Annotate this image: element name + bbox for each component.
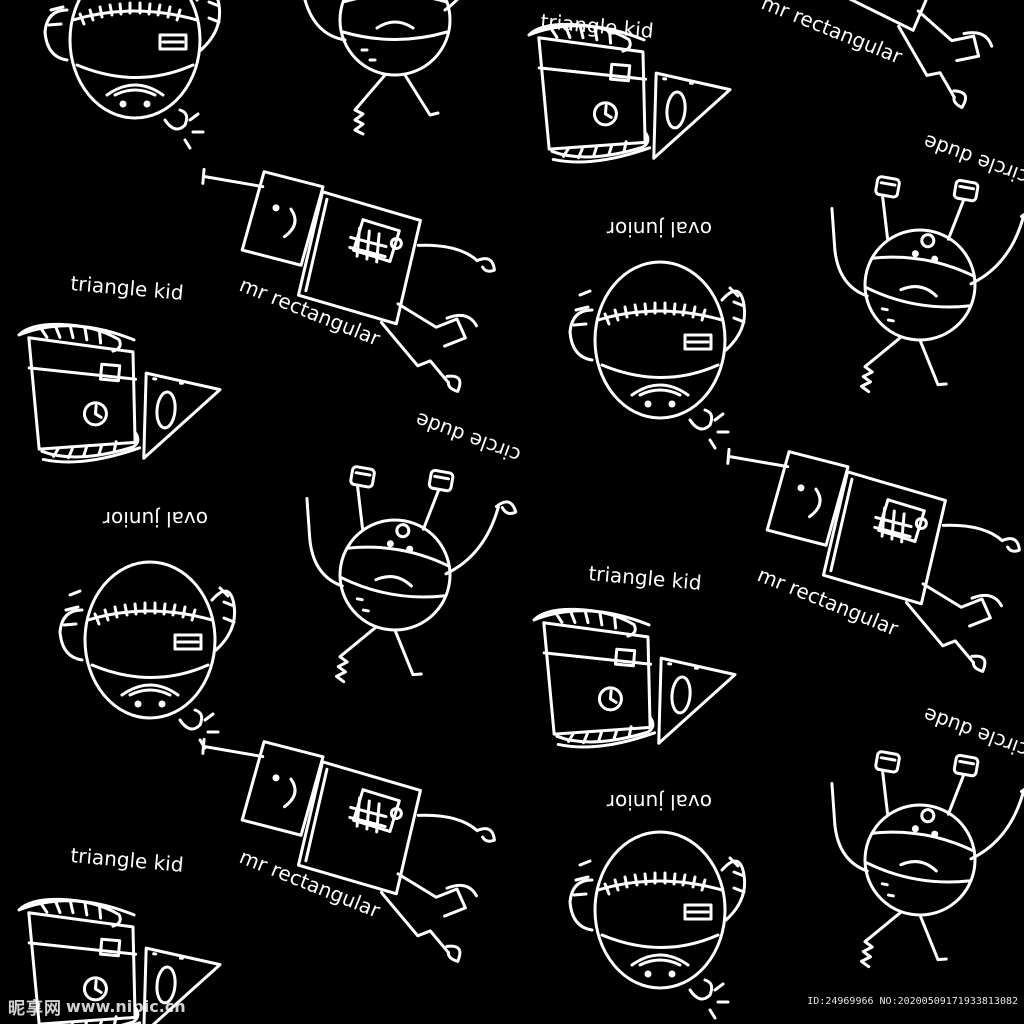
robot-rectangle-figure bbox=[710, 444, 1024, 676]
mr-rectangular-label: mr rectangular bbox=[754, 562, 902, 640]
triangle-kid-label: triangle kid bbox=[588, 561, 703, 595]
circle-dude-label: circle dude bbox=[920, 130, 1024, 190]
robot-circle-figure bbox=[293, 0, 505, 136]
oval-junior-label: oval junior bbox=[606, 790, 712, 814]
robot-circle-figure bbox=[800, 157, 1024, 418]
mr-rectangular-label: mr rectangular bbox=[236, 272, 384, 350]
robot-oval-figure bbox=[43, 0, 222, 150]
robot-rectangle-figure bbox=[185, 164, 503, 396]
robot-triangle-figure bbox=[6, 319, 226, 477]
robot-oval-figure bbox=[568, 260, 747, 450]
robot-circle-figure bbox=[275, 447, 522, 708]
oval-junior-label: oval junior bbox=[606, 217, 712, 241]
robot-circle-figure bbox=[800, 732, 1024, 993]
oval-junior-label: oval junior bbox=[102, 507, 208, 531]
robot-triangle-figure bbox=[516, 19, 736, 177]
site-watermark: 昵享网 www.nipic.cn bbox=[8, 994, 186, 1019]
robot-oval-figure bbox=[568, 830, 747, 1020]
robot-rectangle-figure bbox=[697, 0, 1024, 116]
stock-image-id: ID:24969966 NO:20200509171933813082 bbox=[807, 996, 1018, 1007]
watermark-url: www.nipic.cn bbox=[66, 996, 186, 1016]
circle-dude-label: circle dude bbox=[920, 703, 1024, 763]
triangle-kid-label: triangle kid bbox=[70, 843, 185, 877]
robot-triangle-figure bbox=[521, 604, 741, 762]
watermark-site-name: 昵享网 bbox=[8, 998, 62, 1019]
robot-oval-figure bbox=[58, 560, 237, 750]
mr-rectangular-label: mr rectangular bbox=[758, 0, 906, 69]
robot-rectangle-figure bbox=[185, 734, 503, 966]
circle-dude-label: circle dude bbox=[412, 408, 524, 468]
triangle-kid-label: triangle kid bbox=[70, 271, 185, 305]
